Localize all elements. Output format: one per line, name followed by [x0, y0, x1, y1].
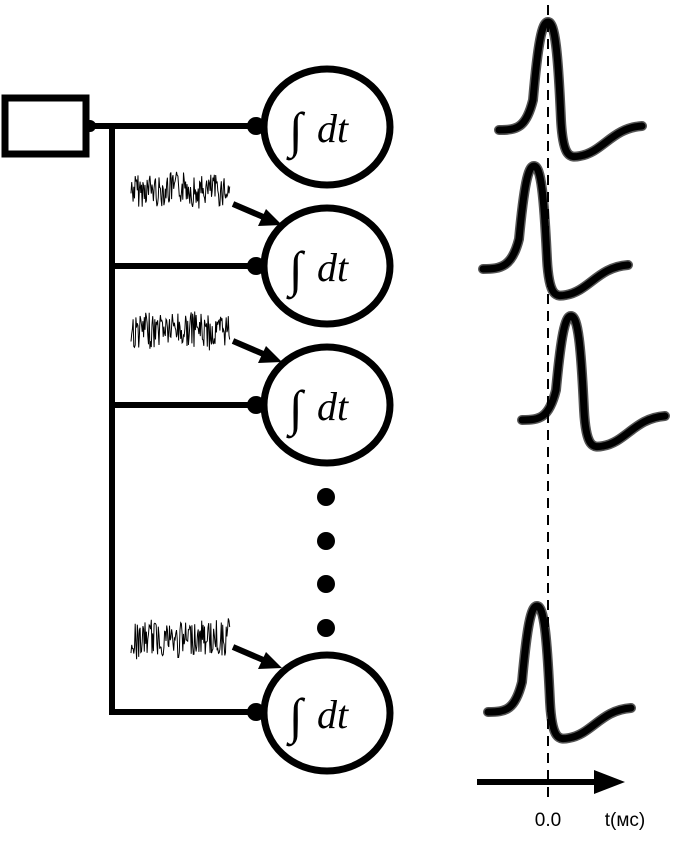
synapse-dot-4: [247, 703, 265, 721]
spike-outline-2: [478, 160, 633, 301]
spike-outline-3: [517, 310, 670, 452]
source-junction-dot: [84, 120, 96, 132]
noise-arrow-2: [231, 338, 270, 359]
integrator-dt-label: dt: [317, 384, 349, 429]
time-axis-label: t(мс): [605, 810, 646, 831]
input-source-box: [1, 94, 90, 158]
spike-waveform-2: [479, 162, 632, 300]
integral-symbol: ∫: [286, 380, 306, 439]
synapse-dot-3: [247, 396, 265, 414]
input-bus: [88, 123, 255, 715]
noise-inputs: [130, 171, 231, 660]
noise-arrows: [231, 201, 282, 669]
integrator-neuron-2: ∫ dt: [260, 204, 394, 328]
spike-waveform-3: [518, 312, 669, 451]
time-zero-label: 0.0: [535, 810, 561, 831]
spike-waveform-1: [495, 18, 646, 161]
spike-outputs: [478, 16, 670, 744]
ellipsis-dots: [317, 488, 335, 637]
noise-arrow-3: [231, 644, 270, 665]
integrator-dt-label: dt: [317, 106, 349, 151]
synapse-dot-1: [247, 117, 265, 135]
integrator-dt-label: dt: [317, 692, 349, 737]
time-axis-arrowhead: [594, 770, 625, 794]
spike-outline-1: [494, 16, 647, 162]
spike-outline-4: [483, 600, 636, 744]
time-axis: 0.0 t(мс): [477, 770, 645, 831]
integral-symbol: ∫: [286, 241, 306, 300]
integrator-neuron-1: ∫ dt: [260, 65, 394, 189]
noise-trace-3: [130, 618, 231, 660]
integral-symbol: ∫: [286, 688, 306, 747]
integral-symbol: ∫: [286, 102, 306, 161]
spike-waveform-4: [484, 602, 635, 743]
synapse-dots: [247, 117, 265, 721]
integrator-dt-label: dt: [317, 245, 349, 290]
synapse-dot-2: [247, 257, 265, 275]
integrator-neuron-4: ∫ dt: [260, 651, 394, 775]
integrator-neuron-3: ∫ dt: [260, 343, 394, 467]
noise-trace-1: [130, 171, 231, 209]
noise-arrow-1: [231, 201, 270, 222]
noise-trace-2: [130, 311, 231, 351]
